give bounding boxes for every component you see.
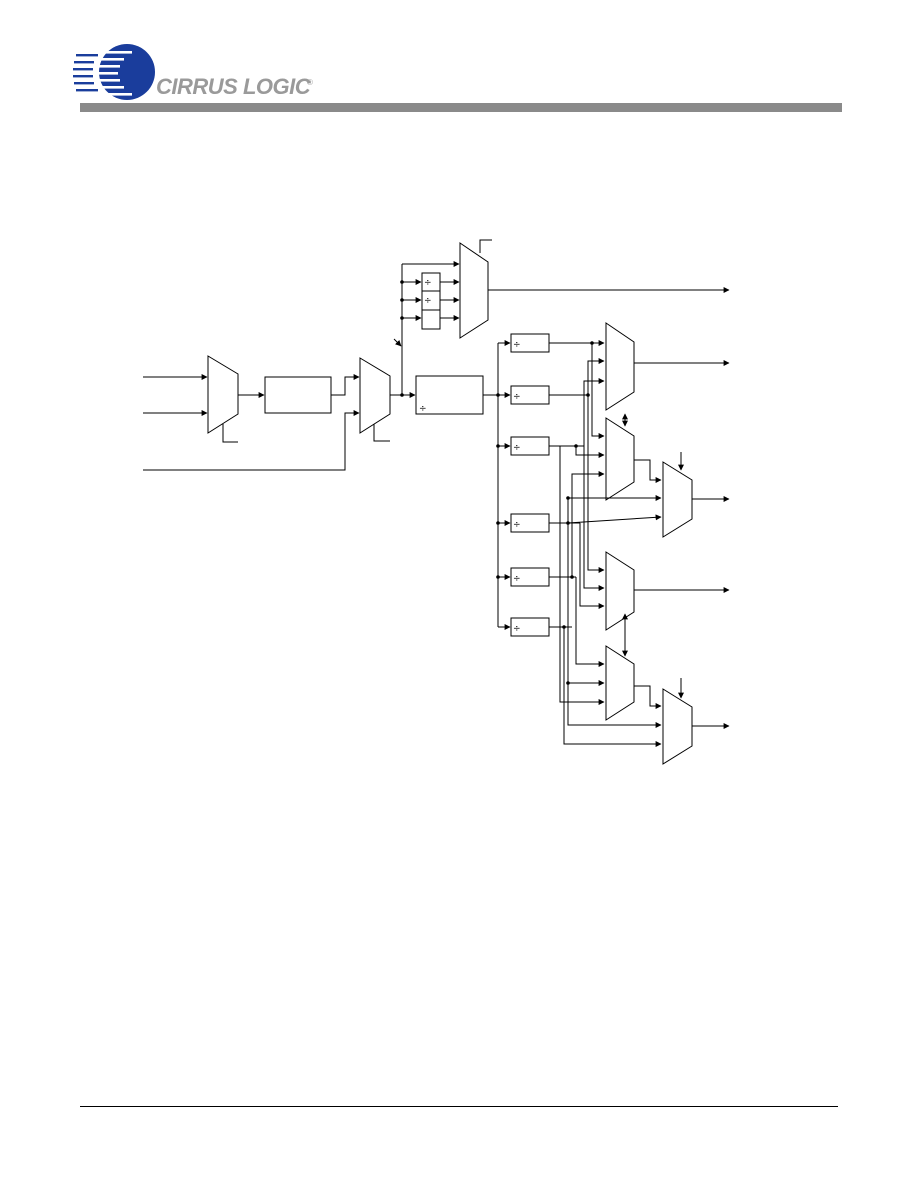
logo-stripes (72, 51, 132, 96)
divider-symbol: ÷ (424, 296, 432, 306)
divider-symbol: ÷ (513, 624, 521, 634)
divider-symbols: ÷ ÷ ÷ ÷ ÷ ÷ ÷ ÷ ÷ (419, 278, 521, 634)
divider-symbol: ÷ (513, 340, 521, 350)
mux1-select (222, 424, 238, 443)
divider-stack (421, 272, 441, 330)
divider-symbol: ÷ (513, 392, 521, 402)
footer-rule (80, 1106, 838, 1107)
logo-wordmark: CIRRUS LOGIC (156, 74, 311, 99)
pll-block (264, 376, 332, 414)
registered-mark: ® (307, 78, 313, 87)
input-mux (207, 355, 239, 434)
clock-mux-e (605, 645, 635, 721)
divider-symbol: ÷ (513, 443, 521, 453)
cirrus-logic-logo (72, 44, 155, 100)
clock-mux-d (605, 551, 635, 631)
divider-symbol: ÷ (513, 520, 521, 530)
clock-mux-f (662, 688, 693, 765)
header-bar (80, 103, 842, 112)
clock-mux-a (605, 322, 635, 411)
divider-symbol: ÷ (424, 278, 432, 288)
clock-mux-c (662, 461, 693, 538)
clock-mux-b (605, 417, 635, 501)
output-mux-top (459, 242, 489, 339)
divider-symbol: ÷ (419, 404, 427, 414)
source-mux (359, 357, 391, 434)
divider-symbol: ÷ (513, 574, 521, 584)
mux2-select (373, 424, 390, 442)
input-line-3 (143, 410, 360, 471)
